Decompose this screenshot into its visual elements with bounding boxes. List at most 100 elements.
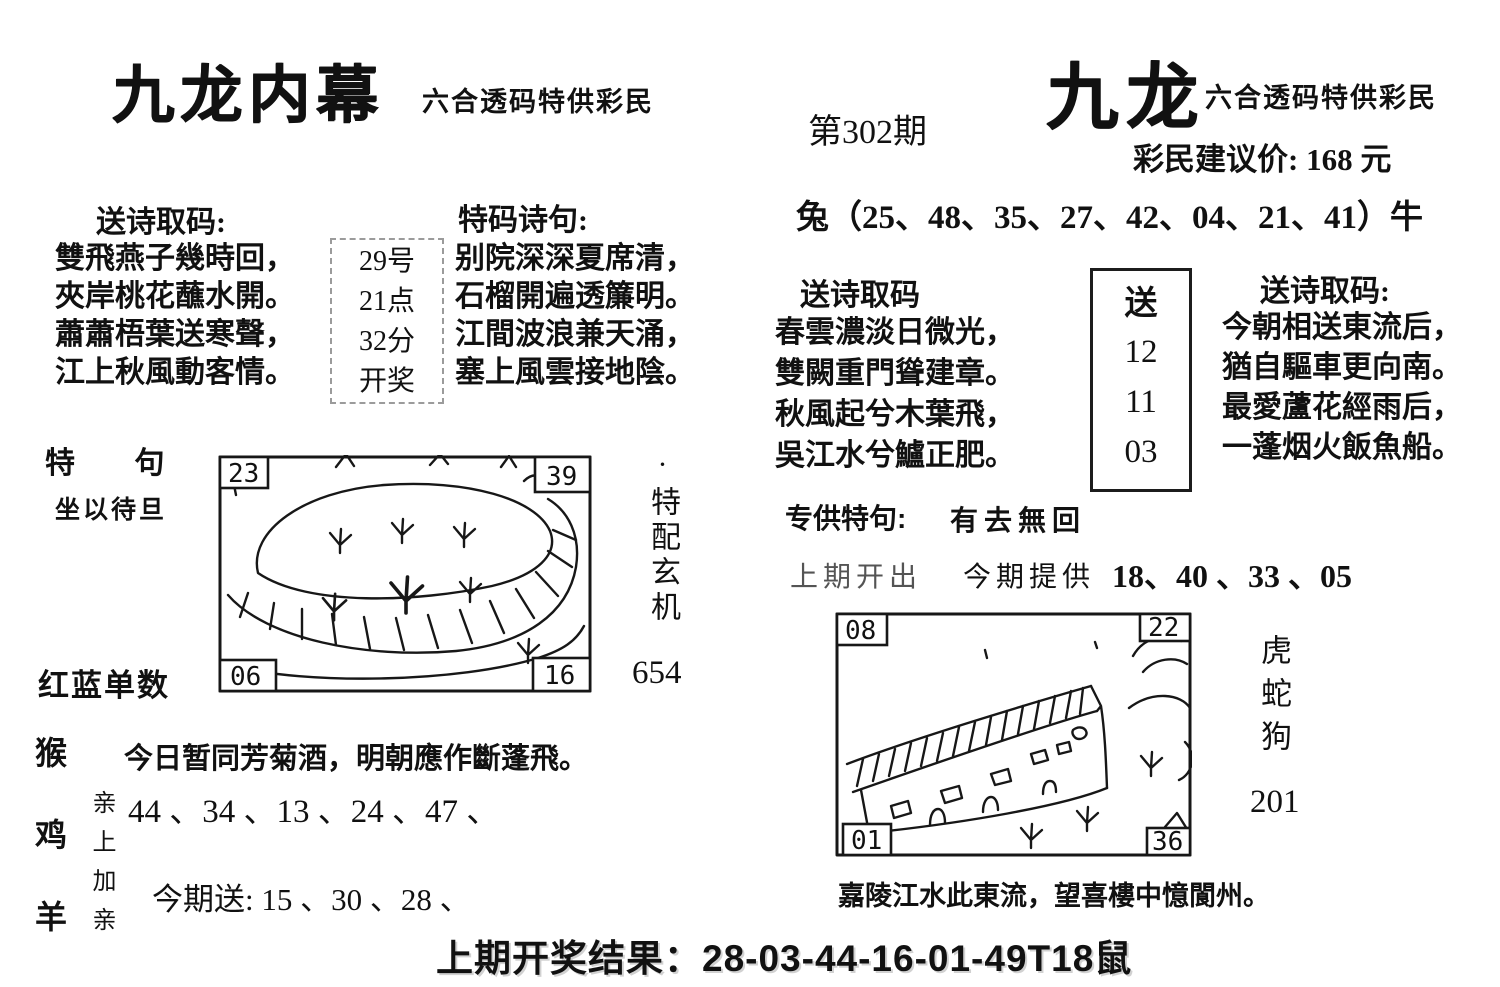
round-window: [1071, 726, 1088, 741]
house-border: [835, 612, 1192, 857]
zodiac-bracket-line: 兔（25、48、35、27、42、04、21、41）牛: [796, 200, 1423, 236]
left-songshi-poem: 雙飛燕子幾時回， 夾岸桃花蘸水開。 蕭蕭梧葉送寒聲， 江上秋風動客情。: [55, 240, 295, 392]
poem-line: 塞上風雲接地陰。: [455, 356, 695, 389]
pond-sketch: 23 39 06 16: [218, 455, 592, 693]
door-arches: [928, 779, 1058, 827]
poem-line: 今朝相送東流后，: [1222, 311, 1462, 344]
right-masthead-title: 九龙: [1046, 58, 1207, 138]
grass-sprig: [452, 521, 477, 549]
zodiac-column-left: 猴鸡羊: [31, 736, 67, 982]
grass-sprig: [1139, 750, 1164, 778]
draw-time-row: 29号: [358, 246, 415, 277]
poem-line: 雙闕重門聳建章。: [775, 357, 1015, 390]
gable: [1089, 684, 1109, 790]
grass-sprig: [1019, 822, 1044, 850]
poem-line: 秋風起兮木葉飛，: [775, 398, 1015, 431]
shore-line: [224, 624, 586, 680]
song-numbers-box: 送 12 11 03: [1090, 268, 1192, 492]
roof-ridge: [845, 684, 1093, 766]
bottom-left-numbers: 44 、34 、13 、24 、47 、: [128, 794, 500, 830]
mystery-code-right: 201: [1250, 784, 1300, 820]
right-songshi-label: 送诗取码:: [1260, 275, 1390, 308]
te-ju-phrase: 坐以待旦: [55, 496, 168, 524]
mystery-code-left: 654: [632, 655, 682, 691]
current-offer-numbers: 18、40 、33 、05: [1112, 558, 1353, 594]
current-offer-label: 今期提供: [963, 562, 1096, 593]
corner-box: [1145, 826, 1192, 857]
island-outline: [255, 482, 554, 600]
roof-hatching: [855, 686, 1085, 788]
pond-corner-tl: 23: [228, 459, 259, 489]
grass-sprig: [328, 527, 353, 555]
qin-column: 亲上加亲: [88, 790, 114, 946]
corner-box: [531, 656, 592, 693]
poem-line: 雙飛燕子幾時回，: [55, 242, 295, 275]
draw-time-box: 29号 21点 32分 开奖: [330, 238, 444, 404]
house-corner-bl: 01: [851, 826, 882, 856]
draw-time-row: 32分: [358, 326, 415, 357]
bank-hatching: [238, 528, 578, 652]
house-corner-tr: 22: [1148, 613, 1179, 643]
house-sketch-caption: 嘉陵江水此東流，望喜樓中憶閬州。: [838, 881, 1270, 911]
corner-box: [218, 658, 278, 693]
right-masthead-subtitle: 六合透码特供彩民: [1205, 83, 1437, 113]
hong-lan-label: 红蓝单数: [38, 668, 170, 703]
mid-songshi-poem: 春雲濃淡日微光， 雙闕重門聳建章。 秋風起兮木葉飛， 吳江水兮鱸正肥。: [775, 312, 1015, 476]
bottom-left-poem-line: 今日暂同芳菊酒，明朝應作斷蓬飛。: [124, 743, 589, 775]
poem-line: 蕭蕭梧葉送寒聲，: [55, 318, 295, 351]
corner-box: [533, 455, 592, 494]
house-sketch: 08 22 01 36: [835, 612, 1192, 857]
bush-outline: [1127, 635, 1192, 831]
song-box-number: 11: [1125, 384, 1157, 420]
pond-border: [218, 455, 592, 693]
stray-marks: [983, 640, 1099, 660]
corner-box: [218, 455, 270, 490]
roof-eave: [851, 709, 1099, 794]
song-box-number: 03: [1124, 434, 1158, 470]
mid-songshi-label: 送诗取码: [800, 279, 920, 312]
poem-line: 别院深深夏席清，: [455, 242, 695, 275]
te-gong-phrase: 有去無回: [950, 506, 1087, 537]
mystery-label-left: ·特配玄机: [646, 448, 679, 626]
corner-box: [835, 612, 889, 647]
tema-shiju-label: 特码诗句:: [458, 204, 588, 237]
pond-corner-tr: 39: [546, 462, 577, 492]
issue-number: 第302期: [808, 114, 927, 151]
song-box-number: 12: [1124, 334, 1158, 370]
poem-line: 江間波浪兼天涌，: [455, 318, 695, 351]
poem-line: 石榴開遍透簾明。: [455, 280, 695, 313]
song-box-title: 送: [1124, 286, 1158, 322]
left-masthead-subtitle: 六合透码特供彩民: [422, 87, 654, 117]
house-corner-br: 36: [1152, 827, 1183, 857]
corner-box: [1138, 612, 1192, 643]
house-corner-tl: 08: [845, 616, 876, 646]
zodiac-column-right: 虎蛇狗: [1256, 634, 1291, 763]
left-masthead-title: 九龙内幕: [112, 62, 385, 130]
grass-sprig: [389, 575, 425, 615]
right-songshi-poem: 今朝相送東流后， 猶自驅車更向南。 最愛蘆花經雨后， 一蓬烟火飯魚船。: [1222, 308, 1462, 468]
grass-sprig: [1075, 805, 1100, 833]
poem-line: 吳江水兮鱸正肥。: [775, 439, 1015, 472]
poem-line: 猶自驅車更向南。: [1222, 351, 1462, 384]
poem-line: 江上秋風動客情。: [55, 356, 295, 389]
draw-time-row: 开奖: [358, 366, 415, 397]
poem-line: 春雲濃淡日微光，: [775, 316, 1015, 349]
poem-line: 一蓬烟火飯魚船。: [1222, 431, 1462, 464]
previous-result-line: 上期开奖结果：28-03-44-16-01-49T18鼠: [436, 938, 1133, 979]
draw-time-row: 21点: [358, 286, 415, 317]
top-grass-marks: [334, 455, 518, 469]
pond-corner-br: 16: [544, 661, 575, 691]
price-line: 彩民建议价: 168 元: [1133, 142, 1392, 177]
te-gong-label: 专供特句:: [785, 503, 907, 534]
te-ju-label: 特 句: [45, 447, 191, 480]
left-songshi-label: 送诗取码:: [96, 206, 226, 239]
windows: [889, 740, 1073, 820]
corner-box: [841, 822, 893, 857]
poem-line: 夾岸桃花蘸水開。: [55, 280, 295, 313]
prev-open-label: 上期开出: [790, 562, 923, 593]
poem-line: 最愛蘆花經雨后，: [1222, 391, 1462, 424]
grass-sprig: [390, 517, 415, 545]
gift-numbers-line: 今期送: 15 、30 、28 、: [152, 882, 471, 917]
pond-corner-bl: 06: [230, 662, 261, 692]
